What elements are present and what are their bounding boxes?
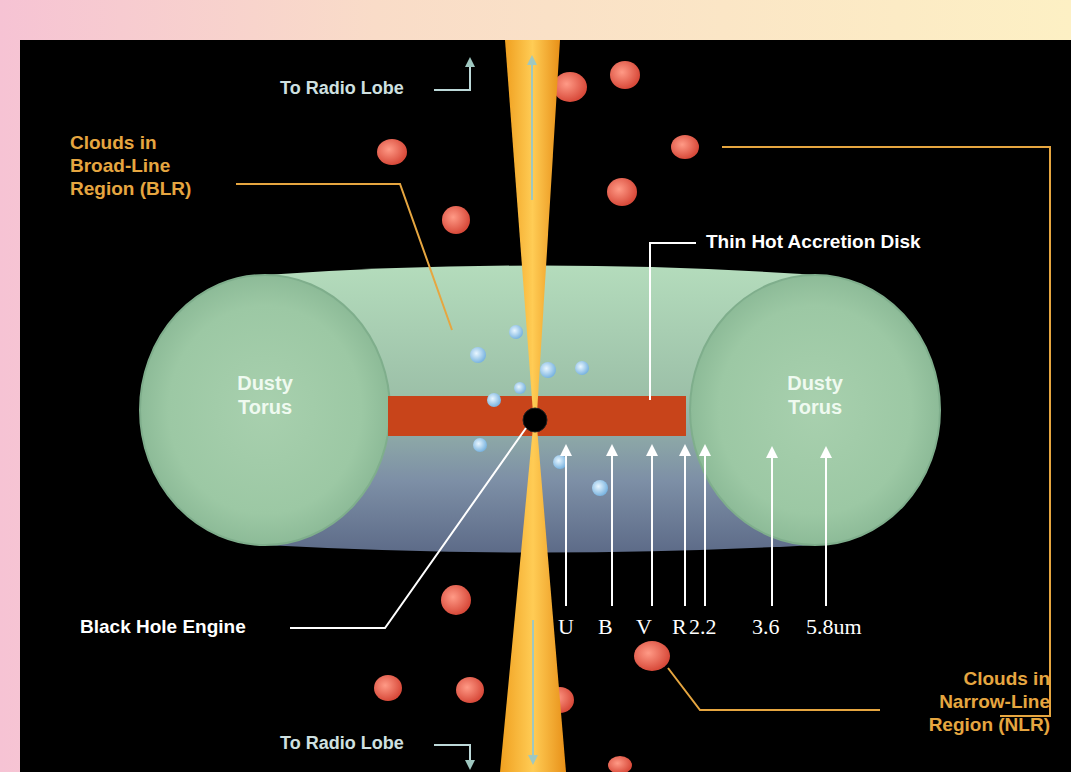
jet-label: To Radio Lobe — [280, 733, 404, 755]
region-label: Clouds in Narrow-Line Region (NLR) — [900, 668, 1050, 736]
region-label: Clouds in Broad-Line Region (BLR) — [70, 132, 220, 200]
band-label: R — [672, 614, 687, 640]
torus-end: Dusty Torus — [140, 280, 390, 510]
torus-text: Dusty Torus — [765, 371, 865, 419]
band-label: 3.6 — [752, 614, 780, 640]
jet-label: To Radio Lobe — [280, 78, 404, 100]
disk-label: Thin Hot Accretion Disk — [706, 231, 921, 254]
band-label: B — [598, 614, 613, 640]
band-label: V — [636, 614, 652, 640]
band-label: U — [558, 614, 574, 640]
band-label: 2.2 — [689, 614, 717, 640]
band-label: 5.8um — [806, 614, 862, 640]
torus-text: Dusty Torus — [215, 371, 315, 419]
engine-label: Black Hole Engine — [80, 616, 246, 639]
torus-end: Dusty Torus — [690, 280, 940, 510]
